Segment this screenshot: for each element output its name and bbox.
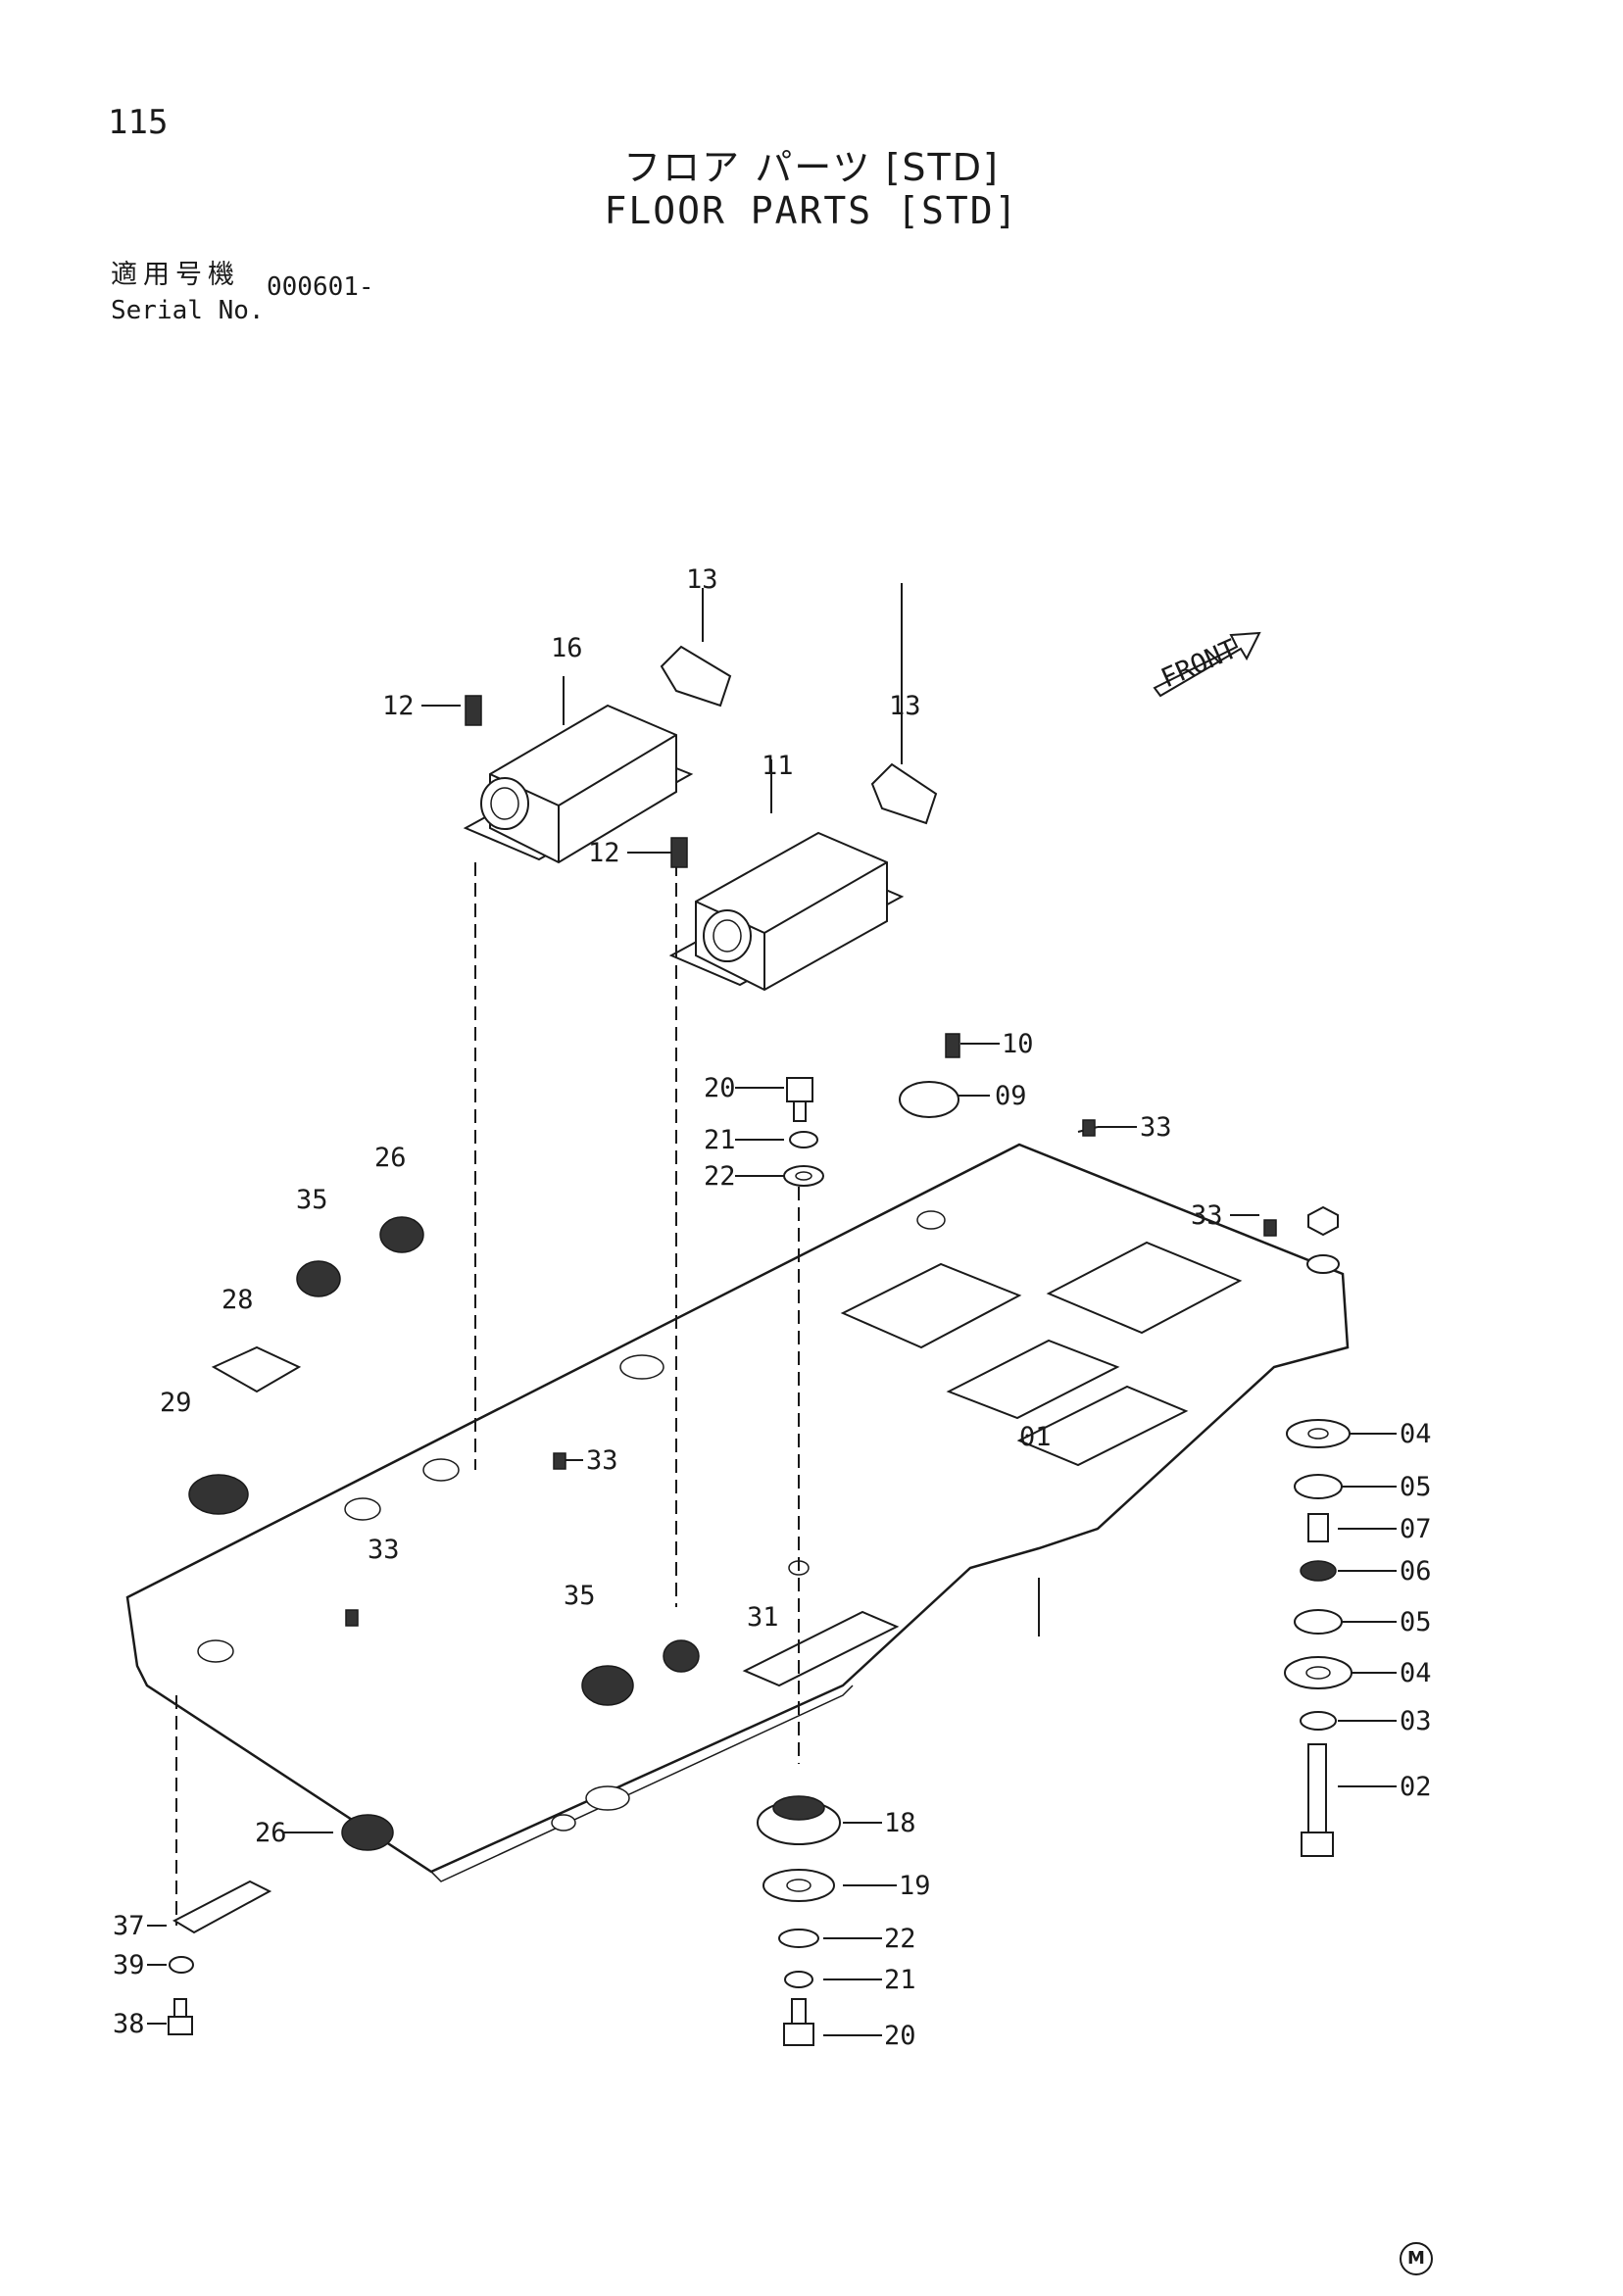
page-title-japanese: フロア パーツ [STD] — [623, 146, 1000, 189]
connector-cover-lower — [870, 762, 938, 825]
callout-20-lower: 20 — [884, 2021, 916, 2051]
callout-19: 19 — [899, 1871, 931, 1901]
callout-13-upper: 13 — [686, 564, 718, 595]
serial-number-value: 000601- — [267, 272, 374, 302]
callout-11: 11 — [762, 751, 794, 781]
callout-26-upper: 26 — [374, 1143, 407, 1173]
callout-07: 07 — [1400, 1514, 1432, 1544]
front-label: FRONT — [1156, 634, 1242, 694]
serial-label: Serial No. — [111, 296, 265, 325]
callout-04-lower: 04 — [1400, 1658, 1432, 1688]
callout-33-b: 33 — [1191, 1200, 1223, 1231]
callout-35-lower: 35 — [564, 1581, 596, 1611]
callout-21-upper: 21 — [704, 1125, 736, 1155]
callout-09: 09 — [995, 1081, 1027, 1111]
callout-22-upper: 22 — [704, 1161, 736, 1192]
callout-12-lower: 12 — [588, 838, 620, 868]
manufacturer-mark: M — [1400, 2242, 1433, 2275]
callout-31: 31 — [747, 1602, 779, 1633]
callout-05-lower: 05 — [1400, 1607, 1432, 1637]
callout-16: 16 — [551, 633, 583, 663]
callout-29: 29 — [160, 1388, 192, 1418]
callout-33-d: 33 — [368, 1535, 400, 1565]
callout-39: 39 — [113, 1950, 145, 1980]
callout-18: 18 — [884, 1808, 916, 1838]
callout-21-lower: 21 — [884, 1965, 916, 1995]
floor-plate — [125, 1143, 1350, 1882]
callout-06: 06 — [1400, 1556, 1432, 1587]
serial-label-japanese: 適用号機 — [111, 260, 240, 290]
callout-28: 28 — [221, 1285, 254, 1315]
callouts: 01 02 03 04 04 05 05 06 07 09 10 11 12 1… — [113, 564, 1432, 2051]
connector-cover-upper — [660, 645, 732, 708]
callout-33-c: 33 — [586, 1445, 618, 1476]
callout-37: 37 — [113, 1911, 145, 1941]
callout-04-upper: 04 — [1400, 1419, 1432, 1449]
callout-10: 10 — [1002, 1029, 1034, 1059]
page-number: 115 — [108, 103, 169, 142]
callout-26-lower: 26 — [255, 1818, 287, 1848]
hardware-parts — [168, 695, 1352, 2046]
front-arrow-icon: FRONT — [1153, 631, 1261, 698]
callout-20-upper: 20 — [704, 1073, 736, 1103]
callout-12-upper: 12 — [382, 691, 415, 721]
control-box-right — [668, 831, 905, 992]
callout-33-a: 33 — [1140, 1112, 1172, 1143]
callout-05-upper: 05 — [1400, 1472, 1432, 1502]
callout-02: 02 — [1400, 1772, 1432, 1802]
callout-13-lower: 13 — [889, 691, 921, 721]
callout-03: 03 — [1400, 1706, 1432, 1736]
callout-38: 38 — [113, 2009, 145, 2039]
page-title: FLOOR PARTS [STD] — [604, 189, 1019, 232]
callout-01: 01 — [1019, 1422, 1052, 1452]
control-box-left — [463, 704, 694, 864]
callout-35-upper: 35 — [296, 1185, 328, 1215]
callout-22-lower: 22 — [884, 1924, 916, 1954]
assembly-lines — [175, 862, 800, 1926]
